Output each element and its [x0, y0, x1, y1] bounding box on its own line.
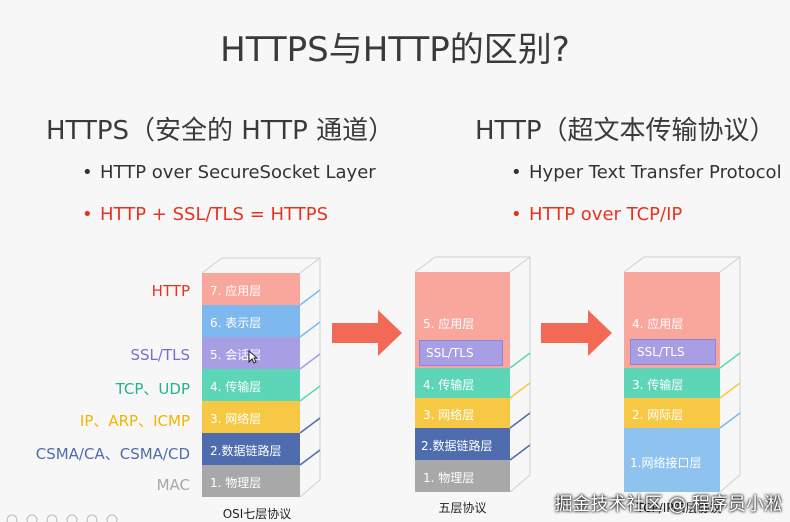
- five-ssl-tls-label: SSL/TLS: [426, 346, 474, 360]
- side-label-http: HTTP: [151, 282, 190, 300]
- tcpip-layer-3: 3. 传输层: [624, 368, 720, 398]
- osi-layer-1-label: 1. 物理层: [210, 476, 262, 490]
- five-layer-2: 2.数据链路层: [415, 428, 510, 460]
- arrow-five-to-tcpip: [541, 310, 612, 356]
- osi-layer-5-label: 5. 会话层: [210, 348, 262, 362]
- side-label-ip: IP、ARP、ICMP: [79, 412, 190, 430]
- http-bullet-1-text: Hyper Text Transfer Protocol: [529, 162, 782, 183]
- tcpip-ssl-tls: SSL/TLS: [630, 339, 716, 365]
- http-bullet-2-text: HTTP over TCP/IP: [529, 204, 683, 225]
- tcpip-layer-2-label: 2. 网际层: [632, 408, 684, 422]
- http-bullet-2: •HTTP over TCP/IP: [511, 204, 683, 225]
- osi-layer-7-label: 7. 应用层: [210, 284, 262, 298]
- osi-layer-6-label: 6. 表示层: [210, 316, 262, 330]
- osi-label: OSI七层协议: [222, 507, 292, 521]
- tcpip-layer-4-label: 4. 应用层: [632, 317, 684, 331]
- https-bullet-1: •HTTP over SecureSocket Layer: [82, 162, 376, 183]
- osi-layer-7: 7. 应用层: [202, 273, 300, 305]
- five-layer-4-label: 4. 传输层: [423, 378, 475, 392]
- five-layer-1: 1. 物理层: [415, 460, 510, 492]
- tcpip-ssl-tls-label: SSL/TLS: [637, 345, 685, 359]
- bottom-dots-decoration: [6, 514, 118, 522]
- osi-layer-6: 6. 表示层: [202, 305, 300, 337]
- osi-layer-4-label: 4. 传输层: [210, 380, 262, 394]
- side-label-tcp: TCP、UDP: [115, 380, 190, 398]
- five-layer-4: 4. 传输层: [415, 368, 510, 398]
- five-layer-3-label: 3. 网络层: [423, 408, 475, 422]
- osi-layer-2: 2.数据链路层: [202, 433, 300, 465]
- side-label-csma: CSMA/CA、CSMA/CD: [35, 445, 190, 463]
- five-label: 五层协议: [438, 501, 487, 515]
- tcpip-layer-3-label: 3. 传输层: [632, 378, 684, 392]
- https-bullet-2-text: HTTP + SSL/TLS = HTTPS: [100, 204, 328, 225]
- side-label-mac: MAC: [156, 476, 190, 494]
- five-layer-1-label: 1. 物理层: [423, 471, 475, 485]
- tcpip-label: TCP/IP四层协议: [636, 501, 722, 515]
- tcpip-layer-2: 2. 网际层: [624, 398, 720, 428]
- side-label-ssl: SSL/TLS: [130, 346, 191, 364]
- five-layer-3: 3. 网络层: [415, 398, 510, 428]
- tcpip-layer-1: 1.网络接口层: [624, 428, 720, 492]
- watermark: 掘金技术社区 @ 程序员小淞: [554, 494, 782, 515]
- osi-layer-3: 3. 网络层: [202, 401, 300, 433]
- five-layer-2-label: 2.数据链路层: [421, 439, 493, 453]
- osi-layer-2-label: 2.数据链路层: [210, 444, 282, 458]
- https-heading: HTTPS（安全的 HTTP 通道）: [46, 116, 395, 146]
- five-ssl-tls: SSL/TLS: [419, 340, 503, 366]
- http-bullet-1: •Hyper Text Transfer Protocol: [511, 162, 782, 183]
- cursor-icon: [248, 350, 258, 364]
- five-layer-5-label: 5. 应用层: [423, 317, 475, 331]
- osi-layer-4: 4. 传输层: [202, 369, 300, 401]
- https-bullet-2: •HTTP + SSL/TLS = HTTPS: [82, 204, 328, 225]
- https-bullet-1-text: HTTP over SecureSocket Layer: [100, 162, 376, 183]
- osi-layer-1: 1. 物理层: [202, 465, 300, 497]
- arrow-osi-to-five: [332, 310, 402, 356]
- tcpip-layer-1-label: 1.网络接口层: [630, 456, 702, 470]
- osi-layer-3-label: 3. 网络层: [210, 412, 262, 426]
- http-heading: HTTP（超文本传输协议）: [475, 116, 776, 146]
- page-title: HTTPS与HTTP的区别?: [220, 30, 570, 70]
